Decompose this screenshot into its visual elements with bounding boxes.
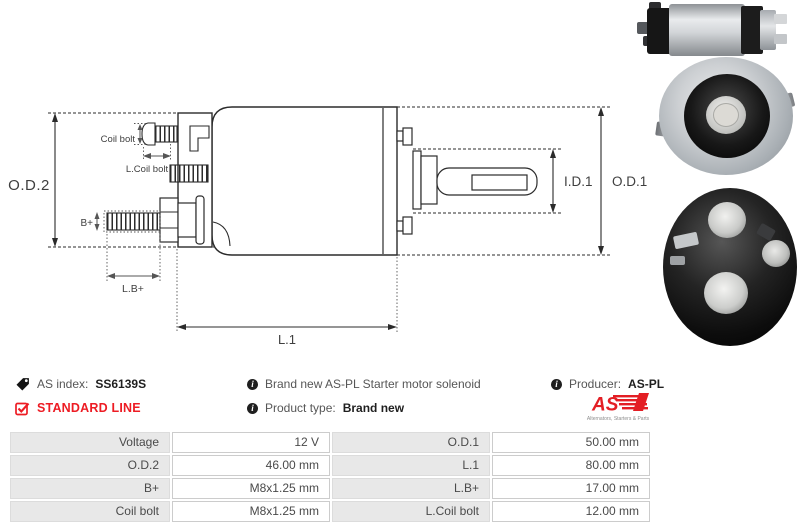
cylinder-body [669, 4, 745, 56]
od1-dimension [397, 106, 610, 256]
info-icon [551, 378, 562, 390]
spec-value: 50.00 mm [492, 432, 650, 453]
standard-line-label: STANDARD LINE [37, 401, 141, 415]
mounting-lug [774, 34, 787, 44]
logo-text: AS [591, 395, 619, 416]
as-index-value: SS6139S [95, 377, 147, 391]
b-plus-label: B+ [80, 218, 93, 229]
id1-arrow [550, 149, 556, 213]
spec-label: L.1 [332, 455, 490, 476]
od1-label: O.D.1 [612, 174, 647, 189]
description-text: Brand new AS-PL Starter motor solenoid [265, 377, 481, 391]
l1-label: L.1 [278, 332, 296, 347]
as-pl-logo: AS Alternators, Starters & Parts [587, 393, 650, 422]
od2-dimension [48, 112, 233, 248]
od2-arrow [52, 113, 58, 247]
l-coil-bolt-dim [143, 144, 171, 161]
product-type-label: Product type: [265, 401, 336, 415]
solenoid-body-outline [211, 106, 398, 256]
b-plus-dim [94, 210, 161, 233]
spec-label: L.B+ [332, 478, 490, 499]
l1-dim [176, 249, 398, 332]
product-photo-side-view [637, 2, 787, 58]
coil-bolt-dim [134, 123, 147, 145]
spec-value: 12.00 mm [492, 501, 650, 522]
terminal-stud [649, 2, 661, 12]
tag-icon [16, 377, 29, 390]
coil-bolt-label: Coil bolt [101, 134, 136, 145]
logo-stripes [613, 393, 649, 411]
product-photo-front-view [655, 57, 798, 177]
od1-arrow [598, 107, 604, 255]
description-row: Brand new AS-PL Starter motor solenoid [247, 376, 481, 392]
id1-label: I.D.1 [564, 174, 593, 189]
spec-label: Voltage [10, 432, 170, 453]
product-type-row: Product type: Brand new [247, 400, 404, 416]
as-index-row: AS index: SS6139S [15, 376, 146, 392]
spec-value: 12 V [172, 432, 330, 453]
spec-value: 17.00 mm [492, 478, 650, 499]
spec-label: B+ [10, 478, 170, 499]
spec-value: M8x1.25 mm [172, 478, 330, 499]
spec-value: 80.00 mm [492, 455, 650, 476]
plunger-core-center [713, 103, 739, 127]
terminal-block [647, 8, 673, 54]
coil-bolt-drawing [141, 122, 178, 146]
od2-label: O.D.2 [8, 177, 50, 194]
spec-table: Voltage 12 V O.D.1 50.00 mm O.D.2 46.00 … [10, 432, 650, 522]
terminal-bolt [762, 240, 790, 267]
standard-line-row: STANDARD LINE [15, 400, 141, 416]
l-b-plus-label: L.B+ [122, 283, 144, 295]
spec-label: L.Coil bolt [332, 501, 490, 522]
plunger-drawing [396, 127, 538, 235]
info-icon [247, 378, 258, 390]
coil-stud-drawing [169, 164, 209, 183]
spec-label: O.D.1 [332, 432, 490, 453]
spec-value: M8x1.25 mm [172, 501, 330, 522]
as-index-label: AS index: [37, 377, 89, 391]
terminal-tab [670, 256, 685, 265]
producer-value: AS-PL [628, 377, 665, 391]
body-ring [741, 6, 763, 54]
l-coil-bolt-label: L.Coil bolt [126, 164, 169, 175]
id1-dimension [413, 148, 563, 214]
producer-row: Producer: AS-PL [551, 376, 664, 392]
spec-value: 46.00 mm [172, 455, 330, 476]
spec-label: O.D.2 [10, 455, 170, 476]
logo-tagline: Alternators, Starters & Parts [587, 416, 650, 422]
end-cap [760, 10, 776, 50]
product-type-value: Brand new [342, 401, 405, 415]
b-plus-bolt-drawing [106, 195, 205, 245]
checkbox-icon [15, 402, 30, 415]
terminal-bolt [708, 202, 746, 238]
info-icon [247, 402, 258, 414]
terminal-stud [637, 22, 649, 34]
mounting-lug [774, 14, 787, 24]
producer-label: Producer: [569, 377, 622, 391]
terminal-bolt [704, 272, 748, 314]
spec-label: Coil bolt [10, 501, 170, 522]
technical-drawing: O.D.2 Coil bolt L.Coil bolt B+ L.B+ L.1 … [8, 106, 647, 347]
l-b-plus-dim [106, 234, 161, 281]
product-photo-rear-view [662, 186, 798, 350]
